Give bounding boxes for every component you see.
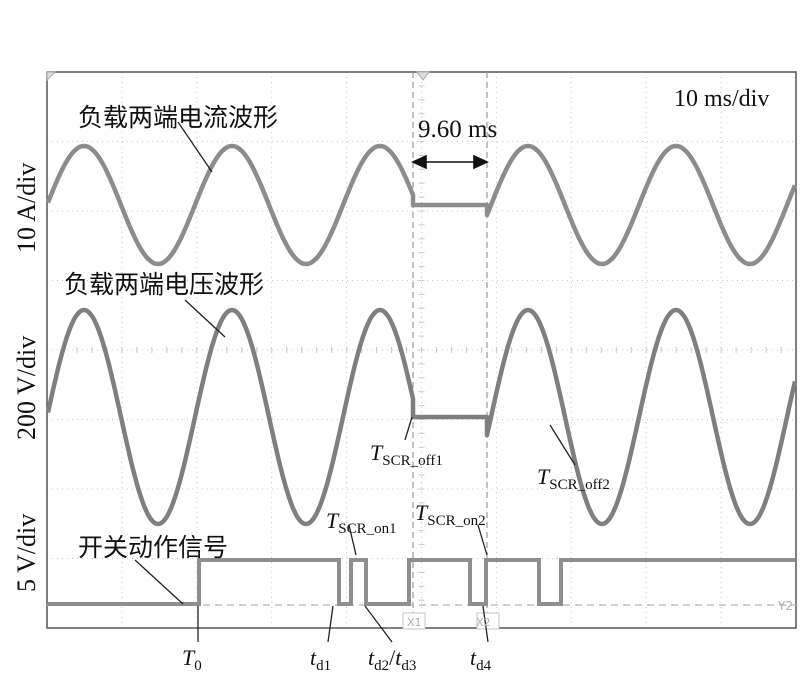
td4-annotation: td4 bbox=[470, 645, 492, 674]
corner-marker bbox=[46, 71, 57, 82]
cursor-x1-box bbox=[402, 612, 426, 630]
td23-leader bbox=[364, 605, 393, 643]
tscr-on2-annotation: TSCR_on2 bbox=[415, 500, 486, 529]
td1-annotation: td1 bbox=[310, 645, 332, 674]
channel-1-scale: 10 A/div bbox=[12, 162, 41, 253]
td2-td3-annotation: td2/td3 bbox=[368, 645, 417, 674]
timebase-label: 10 ms/div bbox=[674, 86, 770, 112]
tscr-on1-leader bbox=[348, 524, 357, 556]
tscr-on1-annotation: TSCR_on1 bbox=[326, 508, 397, 537]
annotation-leaders bbox=[134, 121, 576, 643]
channel-3-scale: 5 V/div bbox=[12, 513, 41, 592]
tscr-off1-leader bbox=[404, 416, 413, 441]
td1-leader bbox=[327, 605, 334, 643]
cursors bbox=[46, 71, 796, 630]
cursor-y2-label: Y2 bbox=[777, 599, 793, 613]
cursor-x2-box bbox=[476, 612, 500, 630]
gap-measurement-arrow bbox=[411, 154, 489, 170]
cursor-x1-label: X1 bbox=[407, 616, 422, 629]
tscr-on2-leader bbox=[477, 524, 488, 556]
switch-signal-label: 开关动作信号 bbox=[78, 535, 229, 562]
switch-name-leader bbox=[134, 559, 184, 605]
tscr-off1-annotation: TSCR_off1 bbox=[370, 440, 443, 469]
t0-annotation: T0 bbox=[182, 645, 202, 674]
td4-leader bbox=[482, 605, 489, 643]
current-name-leader bbox=[177, 121, 213, 173]
tscr-off2-annotation: TSCR_off2 bbox=[537, 464, 610, 493]
voltage-name-leader bbox=[184, 299, 226, 338]
channel-2-scale: 200 V/div bbox=[12, 335, 41, 440]
voltage-waveform-label: 负载两端电压波形 bbox=[64, 272, 265, 299]
trigger-marker bbox=[416, 71, 430, 81]
voltage-trace bbox=[45, 307, 798, 527]
switch-signal-trace bbox=[48, 558, 795, 606]
current-waveform-label: 负载两端电流波形 bbox=[78, 105, 279, 132]
current-trace bbox=[45, 143, 798, 267]
gap-duration-label: 9.60 ms bbox=[418, 116, 498, 143]
cursor-x2-label: X2 bbox=[476, 616, 491, 629]
tscr-off2-leader bbox=[549, 424, 576, 466]
